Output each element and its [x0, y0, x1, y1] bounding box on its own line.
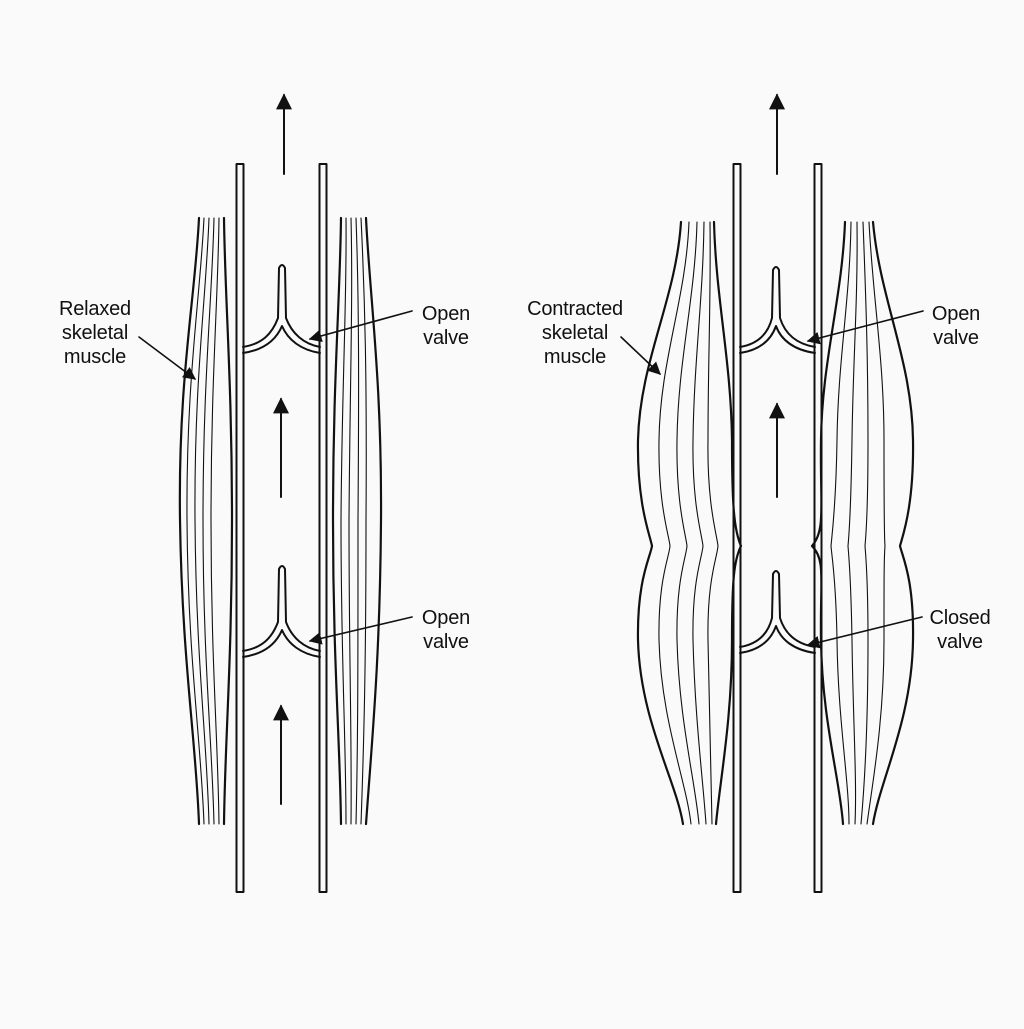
contracted-upper-valve [739, 266, 816, 354]
contracted-muscle-left [636, 220, 743, 826]
contracted-muscle-pointer [620, 336, 661, 375]
relaxed-muscle-right [331, 216, 383, 826]
contracted-upper-valve-pointer [806, 310, 924, 345]
contracted-panel [620, 93, 924, 893]
relaxed-lower-valve [242, 565, 321, 658]
relaxed-muscle-pointer [138, 336, 197, 380]
contracted-vein-wall-left [732, 163, 742, 893]
contracted-lower-valve [739, 570, 816, 654]
contracted-muscle-right [810, 220, 915, 826]
relaxed-lower-valve-label: Open valve [421, 607, 471, 653]
relaxed-upper-valve-label: Open valve [421, 303, 471, 349]
contracted-lower-valve-label: Closed valve [929, 607, 991, 653]
relaxed-panel [138, 93, 413, 893]
contracted-lower-valve-pointer [806, 616, 923, 649]
relaxed-upper-valve-pointer [308, 310, 413, 343]
relaxed-muscle-label: Relaxed skeletal muscle [59, 298, 131, 368]
relaxed-upper-valve [242, 264, 321, 354]
relaxed-muscle-left [178, 216, 234, 826]
relaxed-lower-valve-pointer [308, 616, 413, 645]
contracted-upper-valve-label: Open valve [931, 303, 981, 349]
relaxed-vein-wall-left [235, 163, 245, 893]
contracted-vein-wall-right [813, 163, 823, 893]
contracted-muscle-label: Contracted skeletal muscle [527, 298, 623, 368]
relaxed-vein-wall-right [318, 163, 328, 893]
